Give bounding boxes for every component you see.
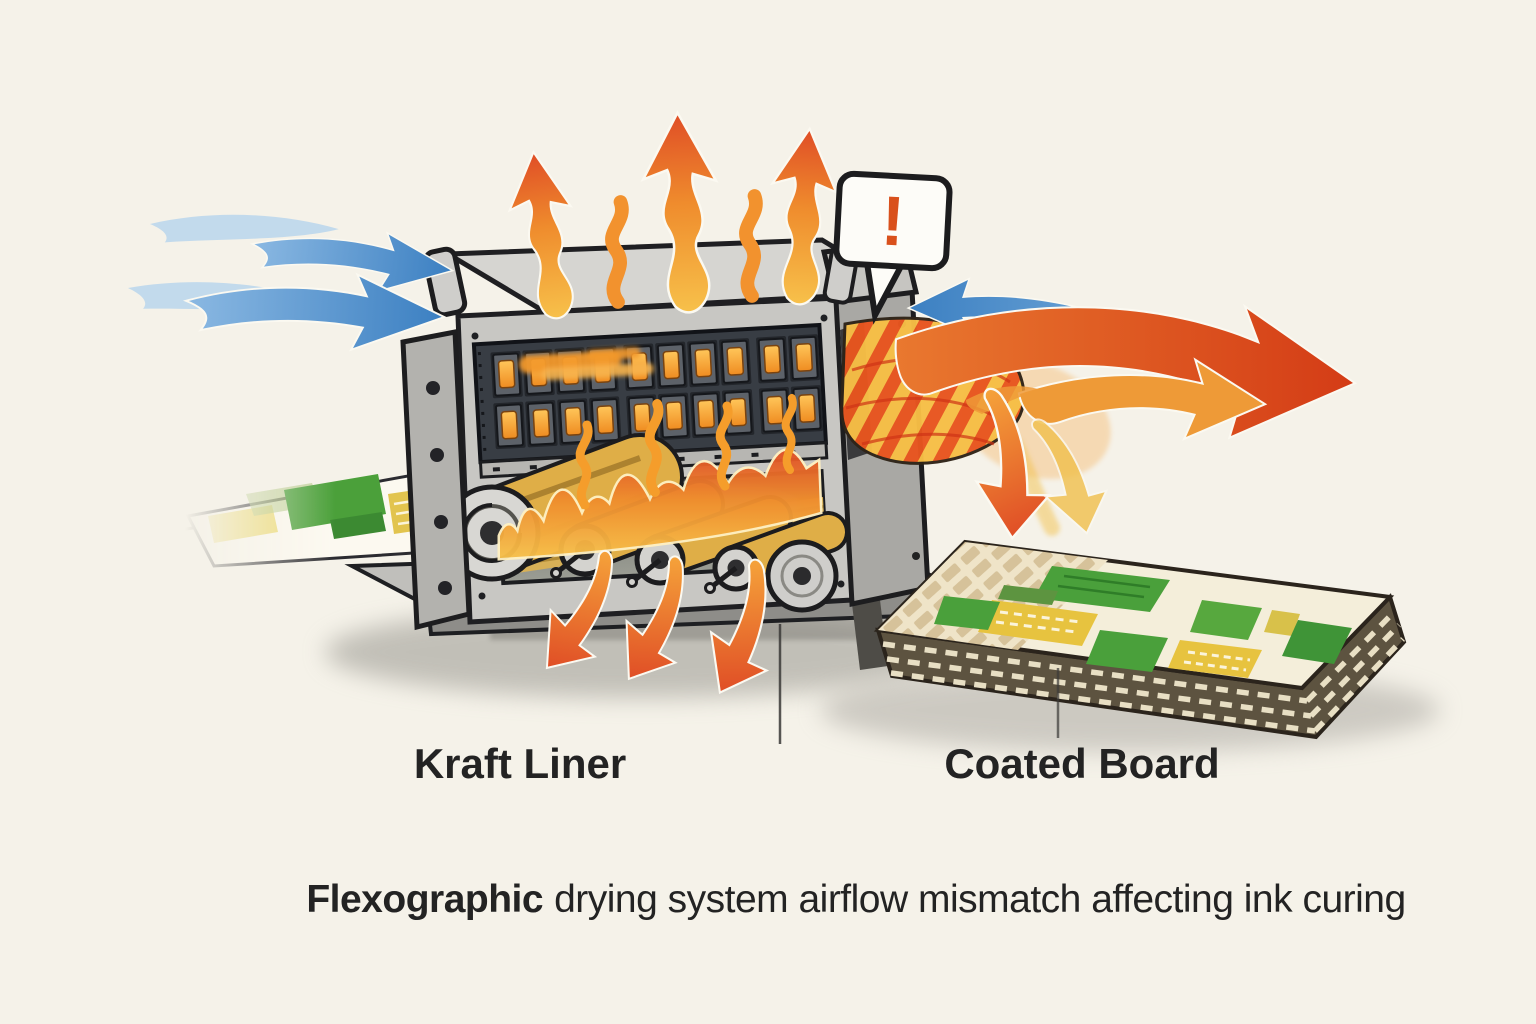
- platform-leg: [852, 600, 888, 670]
- machine-left-leg: [400, 329, 472, 631]
- oven-flames: [497, 398, 823, 561]
- caption-rest: drying system airflow mismatch affecting…: [554, 878, 1406, 921]
- callout-bubble: [833, 170, 953, 272]
- exclamation-icon: !: [879, 181, 906, 260]
- heater-glow-bars: [519, 347, 654, 381]
- coated-board-stack: [873, 539, 1407, 740]
- board-print-patches: [934, 566, 1352, 678]
- caption: Flexographic drying system airflow mismat…: [306, 878, 1405, 921]
- warning-callout: !: [833, 170, 953, 325]
- kraft-liner-label: Kraft Liner: [414, 740, 626, 787]
- leader-lines: [778, 624, 1060, 744]
- coated-board-label: Coated Board: [944, 740, 1219, 787]
- print-patch-darkgreen: [330, 512, 386, 539]
- caption-lead: Flexographic: [306, 878, 543, 921]
- airflow-arrows: [125, 114, 1358, 692]
